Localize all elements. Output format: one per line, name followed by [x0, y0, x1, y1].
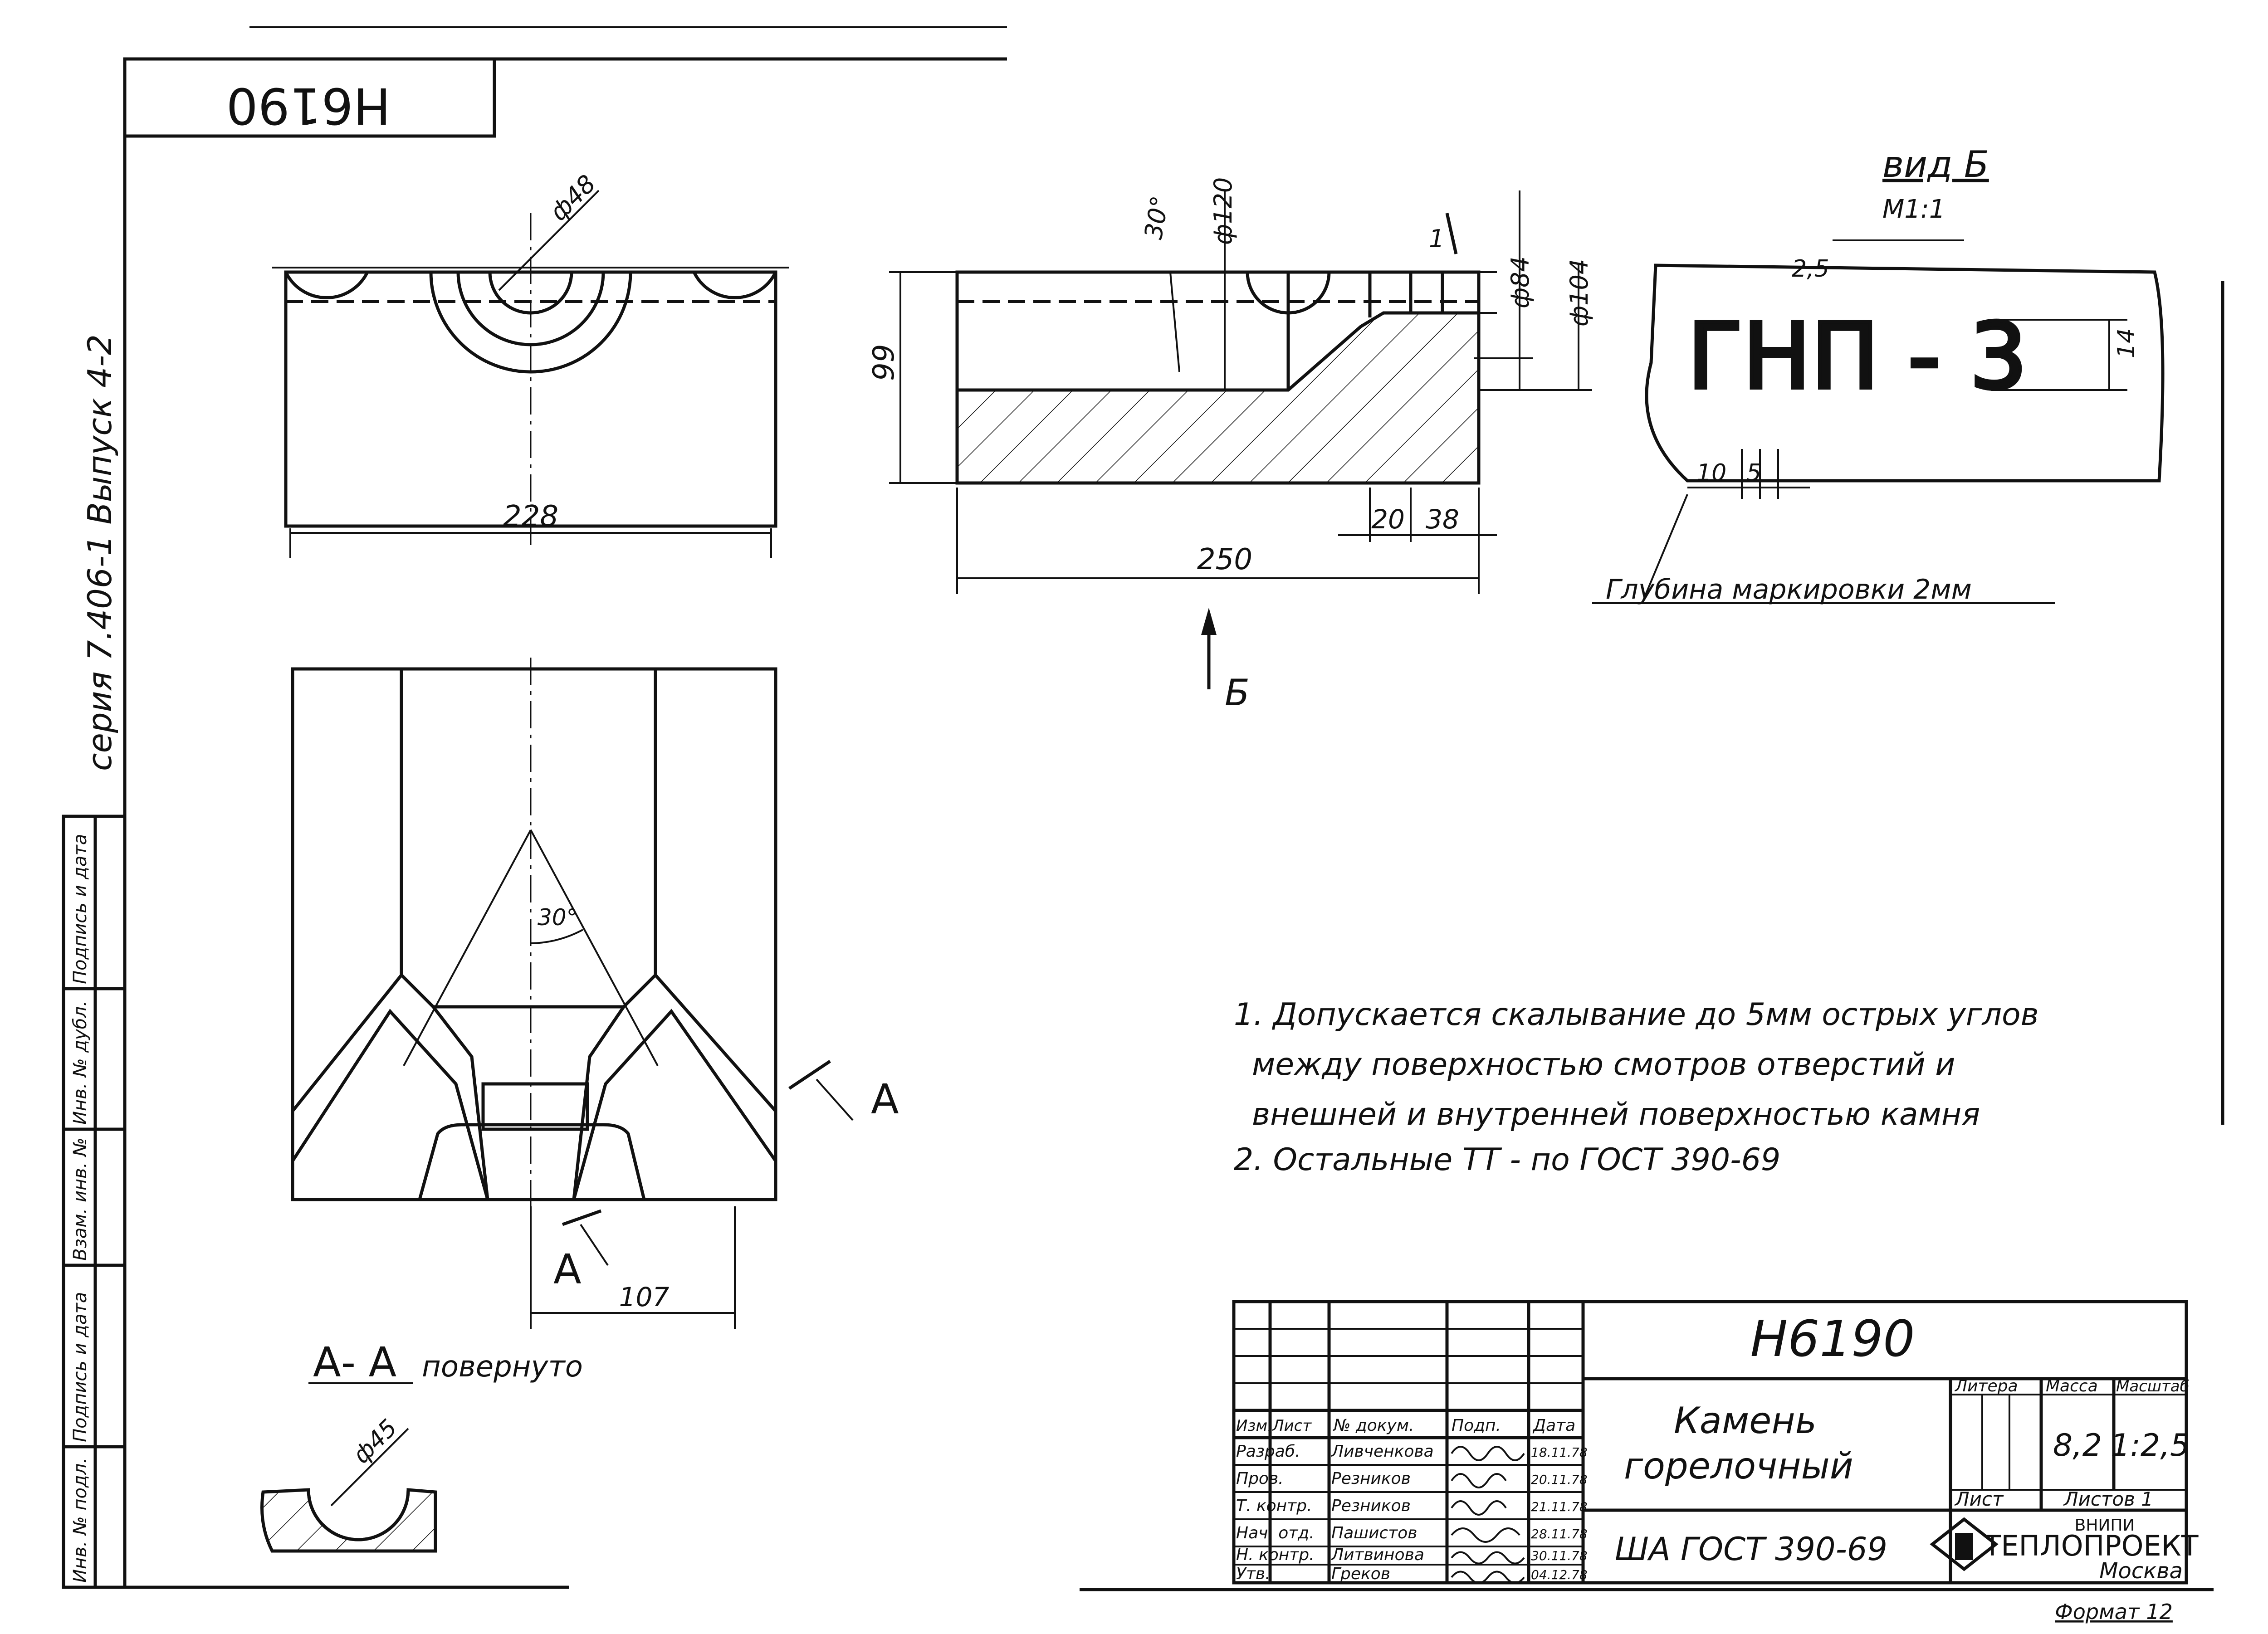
row-name: Литвинова — [1330, 1546, 1424, 1564]
scale-value: 1:2,5 — [2111, 1428, 2190, 1463]
plan-view — [291, 658, 854, 1329]
side-stamp-label: Подпись и дата — [70, 1292, 91, 1442]
row-date: 20.11.78 — [1531, 1472, 1588, 1487]
litera-label: Литера — [1954, 1377, 2018, 1395]
dim-5: 5 — [1746, 459, 1761, 487]
view-b-scale: М1:1 — [1882, 195, 1945, 224]
row-name: Ливченкова — [1330, 1442, 1434, 1461]
row-date: 04.12.78 — [1531, 1567, 1588, 1582]
row-name: Резников — [1331, 1469, 1411, 1488]
view-b-title: вид Б — [1882, 143, 1989, 185]
col-header: Лист — [1271, 1417, 1312, 1435]
dim-99: 99 — [867, 344, 901, 381]
front-view — [272, 190, 789, 558]
dim-d104: ф104 — [1565, 259, 1593, 327]
section-mark-bottom: А — [553, 1246, 582, 1293]
dim-d45: ф45 — [348, 1415, 403, 1469]
dim-14: 14 — [2113, 328, 2140, 358]
dim-228: 228 — [503, 500, 558, 533]
marking-depth-note: Глубина маркировки 2мм — [1606, 574, 1972, 605]
side-stamp-label: Инв. № дубл. — [70, 1000, 91, 1125]
org-logo — [1930, 1517, 1999, 1571]
note-line-2: между поверхностью смотров отверстий и — [1252, 1047, 1955, 1083]
row-name: Пашистов — [1331, 1524, 1417, 1542]
dim-d120: ф120 — [1209, 177, 1237, 245]
dim-20: 20 — [1371, 504, 1405, 535]
view-b-arrow — [1201, 608, 1217, 689]
signature-scribbles — [1451, 1446, 1525, 1584]
dim-250: 250 — [1197, 543, 1252, 576]
view-b — [1592, 239, 2165, 604]
note-line-3: внешней и внутренней поверхностью камня — [1252, 1097, 1980, 1132]
side-stamp-label: Подпись и дата — [70, 834, 91, 984]
dim-angle-30-plan: 30° — [538, 904, 578, 931]
scale-label: Масштаб — [2116, 1377, 2190, 1395]
row-name: Греков — [1331, 1565, 1390, 1583]
dim-2-5: 2,5 — [1792, 255, 1829, 283]
part-name-line-1: Камень — [1674, 1400, 1817, 1442]
row-date: 30.11.78 — [1531, 1548, 1588, 1563]
org-name: ТЕПЛОПРОЕКТ — [1984, 1529, 2199, 1562]
col-header: Дата — [1532, 1416, 1575, 1435]
mass-label: Масса — [2046, 1377, 2098, 1395]
dim-angle-30-side: 30° — [1139, 194, 1175, 241]
row-date: 21.11.78 — [1531, 1499, 1588, 1514]
view-b-arrow-label: Б — [1225, 672, 1250, 714]
col-header: Подп. — [1452, 1416, 1501, 1435]
section-aa-suffix: повернуто — [422, 1350, 583, 1384]
series-label: серия 7.406-1 Выпуск 4-2 — [81, 334, 119, 771]
row-date: 28.11.78 — [1531, 1527, 1588, 1541]
dim-107: 107 — [619, 1282, 670, 1312]
row-role: Утв. — [1236, 1565, 1271, 1583]
dim-10: 10 — [1696, 459, 1726, 487]
format-label: Формат 12 — [2055, 1600, 2173, 1624]
title-block — [1232, 1300, 2188, 1585]
note-line-1: 1. Допускается скалывание до 5мм острых … — [1234, 997, 2039, 1033]
col-header: № докум. — [1333, 1416, 1414, 1435]
side-section-view — [889, 190, 1592, 594]
section-aa-title: А- А — [313, 1339, 396, 1386]
drawing-number-stamp: H6190 — [226, 77, 391, 135]
dim-d84: ф84 — [1506, 256, 1535, 308]
sheet-label: Лист — [1954, 1488, 2004, 1510]
material: ША ГОСТ 390-69 — [1615, 1531, 1887, 1568]
row-role: Пров. — [1236, 1469, 1284, 1488]
col-header: Изм. — [1236, 1417, 1272, 1435]
note-line-4: 2. Остальные ТТ - по ГОСТ 390-69 — [1234, 1142, 1780, 1178]
side-stamp-label: Взам. инв. № — [70, 1137, 91, 1261]
part-name-line-2: горелочный — [1624, 1445, 1853, 1487]
view-b-marking: ГНП - 3 — [1687, 304, 2027, 410]
org-city: Москва — [2099, 1558, 2183, 1584]
mass-value: 8,2 — [2053, 1428, 2102, 1463]
row-role: Разраб. — [1236, 1442, 1300, 1461]
row-name: Резников — [1331, 1497, 1411, 1515]
dim-38: 38 — [1426, 504, 1459, 535]
org-top: ВНИПИ — [2075, 1516, 2135, 1535]
dim-d48: ф48 — [544, 169, 601, 226]
signature-rows: Разраб. Ливченкова 18.11.78 Пров. Резник… — [1236, 1442, 1588, 1583]
row-role: Н. контр. — [1236, 1546, 1315, 1564]
section-mark-right: А — [871, 1076, 899, 1123]
row-role: Нач. отд. — [1236, 1524, 1315, 1542]
title-doc-number: H6190 — [1750, 1310, 1915, 1368]
dim-1: 1 — [1429, 224, 1444, 253]
section-aa — [260, 1428, 437, 1553]
side-stamp — [62, 815, 127, 1589]
sheets-label: Листов 1 — [2063, 1488, 2153, 1510]
row-role: Т. контр. — [1236, 1497, 1312, 1515]
row-date: 18.11.78 — [1531, 1445, 1588, 1460]
side-stamp-label: Инв. № подл. — [70, 1458, 91, 1583]
